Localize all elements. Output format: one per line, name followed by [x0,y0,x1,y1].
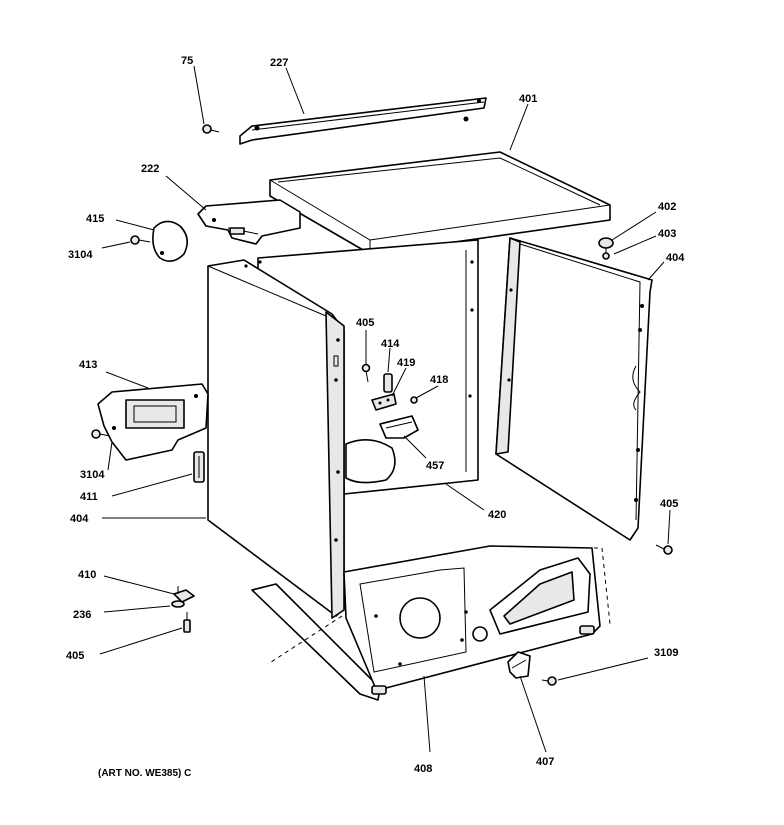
callout-420: 420 [488,509,506,521]
callout-405-lower: 405 [66,650,84,662]
callout-236: 236 [73,609,91,621]
washer-236 [171,600,185,608]
callout-404-right: 404 [666,252,685,264]
callout-75: 75 [181,55,193,67]
callout-405-upper: 405 [356,317,374,329]
callout-3109: 3109 [654,647,678,659]
screw-3104-lower [91,429,111,439]
callout-419: 419 [397,357,415,369]
callout-413: 413 [79,359,97,371]
clip-407 [507,651,531,679]
callout-405-right: 405 [660,498,678,510]
base-frame-408 [251,545,601,701]
callout-407: 407 [536,756,554,768]
cover-415 [152,220,188,262]
callout-410: 410 [78,569,96,581]
top-panel-401 [269,151,611,255]
dashed-outline-left [267,615,343,665]
dashed-outline-right [594,547,611,625]
callout-414: 414 [381,338,400,350]
callout-418: 418 [430,374,448,386]
bracket-457 [379,415,419,439]
part-418 [410,396,418,404]
leveling-bracket-410 [173,586,195,603]
top-rail-227 [239,97,487,145]
bracket-222 [197,199,301,245]
callout-408: 408 [414,763,432,775]
screw-3104-upper [130,235,151,245]
callout-227: 227 [270,57,288,69]
screw-403 [602,252,610,260]
callout-404-left: 404 [70,513,89,525]
clip-419 [371,393,397,411]
clip-402 [598,237,614,254]
bracket-414 [383,373,393,393]
screw-75 [202,124,220,134]
panel-413 [97,383,209,461]
callout-403: 403 [658,228,676,240]
callout-401: 401 [519,93,537,105]
screw-3109 [541,676,557,686]
callout-457: 457 [426,460,444,472]
screw-405-upper [361,363,371,383]
callout-3104-upper: 3104 [68,249,93,261]
left-side-panel-404 [207,259,345,619]
art-number-caption: (ART NO. WE385) C [98,768,191,779]
callout-222: 222 [141,163,159,175]
callout-3104-lower: 3104 [80,469,105,481]
clip-411 [193,451,205,483]
screw-405-right [655,544,673,555]
right-side-panel-404 [495,237,653,541]
callout-415: 415 [86,213,104,225]
leg-405-lower [183,612,191,633]
leader-lines [99,65,671,753]
callout-411: 411 [80,491,98,503]
callout-402: 402 [658,201,676,213]
